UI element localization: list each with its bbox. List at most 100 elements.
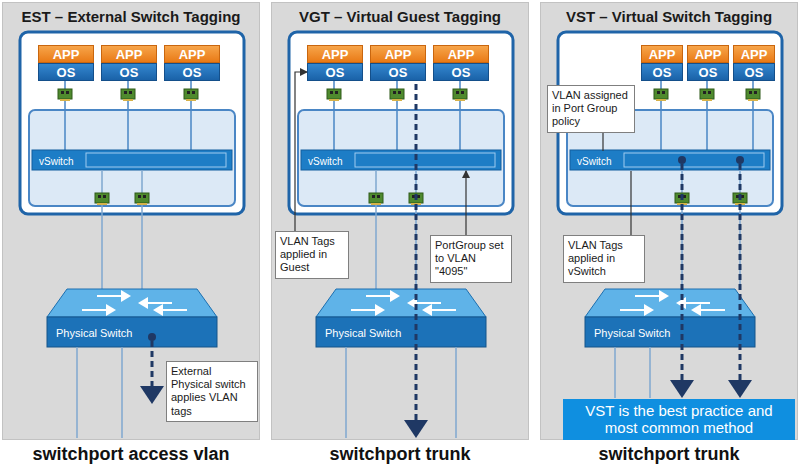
best-practice-text: VST is the best practice and most common… [569,402,789,437]
panel-title: VGT – Virtual Guest Tagging [272,8,528,25]
traffic-arrow [739,164,742,392]
vst-illustration [558,32,782,398]
port-cable [76,347,78,438]
switch-arrow [411,302,441,304]
switch-top [585,289,755,317]
switch-arrow [97,295,127,297]
os-label: OS [326,65,345,80]
os-label: OS [745,65,764,80]
physical-switch: Physical Switch [317,318,487,348]
app-label: APP [322,47,349,62]
port-group [624,153,764,167]
vnic-icon [58,89,72,101]
app-box: APP [641,45,683,63]
callout-text: VLAN assigned in Port Group policy [552,89,630,129]
switch-label: Physical Switch [594,327,670,339]
app-label: APP [649,47,676,62]
app-box: APP [164,45,220,63]
app-label: APP [179,47,206,62]
vnic-icon [327,89,341,101]
port-cable [121,347,123,438]
switch-arrow [635,295,665,297]
switch-top [47,289,217,317]
est-illustration [20,32,244,438]
physical-switch: Physical Switch [586,318,756,348]
os-box: OS [101,63,157,81]
switch-arrow [157,309,187,311]
vswitch-bar [301,150,501,170]
os-box: OS [433,63,489,81]
callout-box: VLAN Tags applied in vSwitch [563,235,645,283]
hypervisor-area [29,110,235,206]
callout-text: External Physical switch applies VLAN ta… [171,365,253,418]
callout-text: VLAN Tags applied in Guest [280,235,344,275]
pnic-icon [369,193,383,205]
switch-arrow [142,302,172,304]
port-cable [345,347,347,438]
callout-box: VLAN Tags applied in Guest [275,231,349,279]
app-label: APP [116,47,143,62]
vswitch-label: vSwitch [577,156,611,167]
app-label: APP [448,47,475,62]
callout-box: External Physical switch applies VLAN ta… [166,361,258,422]
esxi-host [558,32,782,214]
switch-arrow [82,309,112,311]
vswitch-label: vSwitch [39,156,73,167]
vnic-icon [390,89,404,101]
panel-title: VST – Virtual Switch Tagging [541,8,797,25]
switchport-mode: switchport access vlan [2,444,260,465]
switch-arrow [351,309,381,311]
switch-arrow [680,302,710,304]
vnic-icon [700,89,714,101]
callout-text: VLAN Tags applied in vSwitch [568,239,640,279]
app-box: APP [38,45,94,63]
switch-front [47,317,217,347]
os-box: OS [307,63,363,81]
esxi-host [20,32,244,214]
switch-top [316,289,486,317]
os-label: OS [57,65,76,80]
uplink [101,170,103,289]
os-box: OS [370,63,426,81]
os-box: OS [641,63,683,81]
tag-point [736,156,744,164]
pnic-icon [135,193,149,205]
os-label: OS [452,65,471,80]
app-box: APP [433,45,489,63]
pnic-icon [95,193,109,205]
esxi-host [289,32,513,214]
leader-line [295,72,307,231]
port-group [355,153,495,167]
os-label: OS [653,65,672,80]
switch-arrow [426,309,456,311]
os-label: OS [699,65,718,80]
os-box: OS [733,63,775,81]
app-box: APP [733,45,775,63]
port-cable [649,347,651,398]
hypervisor-area [298,110,504,206]
physical-switch: Physical Switch [48,318,218,348]
uplink [141,170,143,289]
app-box: APP [101,45,157,63]
vnic-icon [654,89,668,101]
os-label: OS [120,65,139,80]
switchport-mode: switchport trunk [540,444,798,465]
traffic-arrow [415,84,418,432]
vswitch: vSwitch [33,151,233,171]
tag-point [148,333,156,341]
os-label: OS [389,65,408,80]
vgt-illustration [289,32,513,438]
os-label: OS [183,65,202,80]
port-cable [614,347,616,398]
switch-label: Physical Switch [325,327,401,339]
best-practice-box: VST is the best practice and most common… [563,399,795,440]
traffic-arrow [151,341,154,398]
app-label: APP [385,47,412,62]
callout-text: PortGroup set to VLAN "4095" [435,239,507,279]
vnic-icon [453,89,467,101]
callout-box: VLAN assigned in Port Group policy [547,85,635,133]
vnic-icon [121,89,135,101]
app-label: APP [695,47,722,62]
